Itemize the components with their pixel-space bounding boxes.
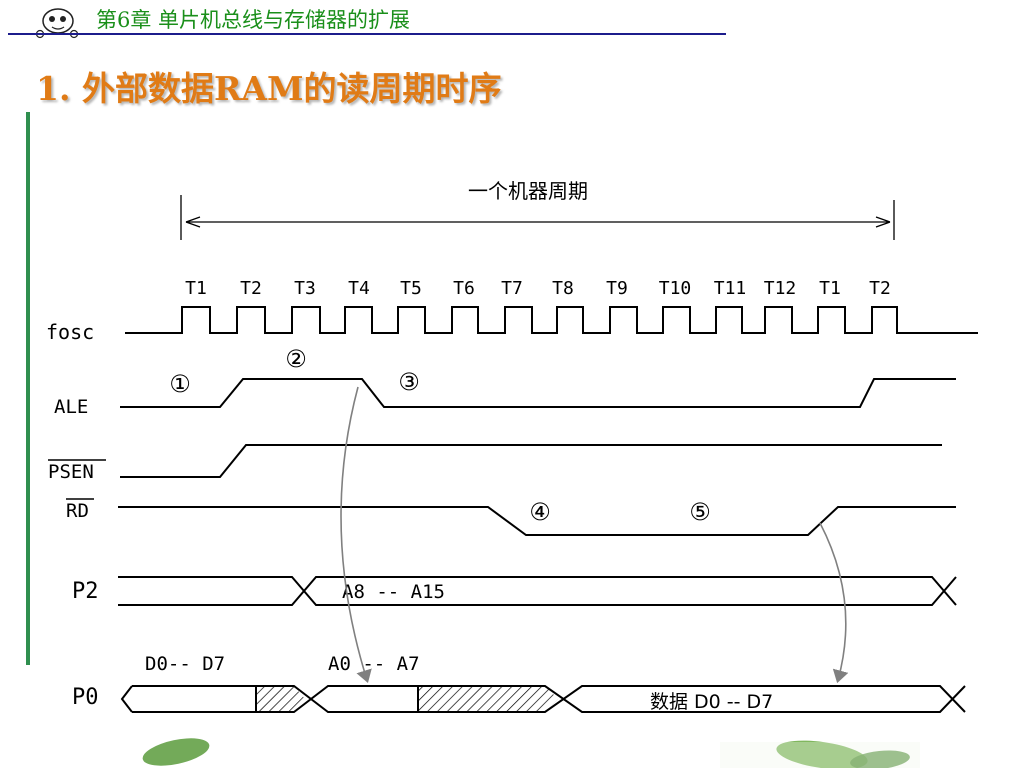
t-label: T1	[819, 278, 841, 299]
marker-1: ①	[169, 370, 191, 398]
p2-bus	[118, 576, 957, 606]
p0-d-before-label: D0-- D7	[145, 653, 225, 675]
t-label: T11	[714, 278, 747, 299]
psen-wave	[120, 444, 942, 478]
t-label: T9	[606, 278, 628, 299]
header-divider	[8, 33, 726, 35]
t-label: T7	[501, 278, 523, 299]
t-label: T2	[240, 278, 262, 299]
p0-addr-label: A0 -- A7	[328, 653, 420, 675]
ale-latch-arrow	[340, 386, 372, 684]
marker-4: ④	[529, 498, 551, 526]
rd-wave	[118, 506, 956, 536]
leaf-decoration-icon	[142, 738, 920, 768]
signal-label-psen: PSEN	[48, 461, 94, 483]
t-label: T3	[294, 278, 316, 299]
marker-2: ②	[285, 345, 307, 373]
signal-label-p2: P2	[72, 579, 99, 604]
marker-5: ⑤	[689, 498, 711, 526]
t-label: T5	[400, 278, 422, 299]
chapter-title: 第6章 单片机总线与存储器的扩展	[96, 8, 411, 32]
signal-label-rd: RD	[66, 500, 89, 522]
rd-latch-arrow	[819, 522, 849, 684]
ale-wave	[120, 378, 956, 408]
header-bar: 第6章 单片机总线与存储器的扩展	[0, 0, 1024, 40]
t-label: T4	[348, 278, 370, 299]
t-labels: T1 T2 T3 T4 T5 T6 T7 T8 T9 T10 T11 T12 T…	[185, 278, 891, 299]
t-label: T2	[869, 278, 891, 299]
p2-bus-label: A8 -- A15	[342, 581, 445, 603]
signal-label-fosc: fosc	[46, 320, 94, 344]
t-label: T6	[453, 278, 475, 299]
side-accent-bar	[26, 112, 30, 665]
p0-hatch-2	[418, 686, 558, 712]
signal-label-ale: ALE	[54, 396, 88, 418]
signal-label-p0: P0	[72, 685, 99, 710]
t-label: T10	[659, 278, 692, 299]
p0-bus	[120, 685, 966, 713]
cycle-span	[180, 195, 895, 240]
p0-data-label: 数据 D0 -- D7	[650, 691, 773, 713]
marker-3: ③	[398, 368, 420, 396]
t-label: T1	[185, 278, 207, 299]
t-label: T8	[552, 278, 574, 299]
cycle-label: 一个机器周期	[468, 179, 588, 203]
p0-hatch-1	[256, 686, 305, 712]
section-title: 1. 外部数据RAM的读周期时序	[36, 69, 502, 108]
t-label: T12	[764, 278, 797, 299]
fosc-wave	[125, 306, 978, 334]
